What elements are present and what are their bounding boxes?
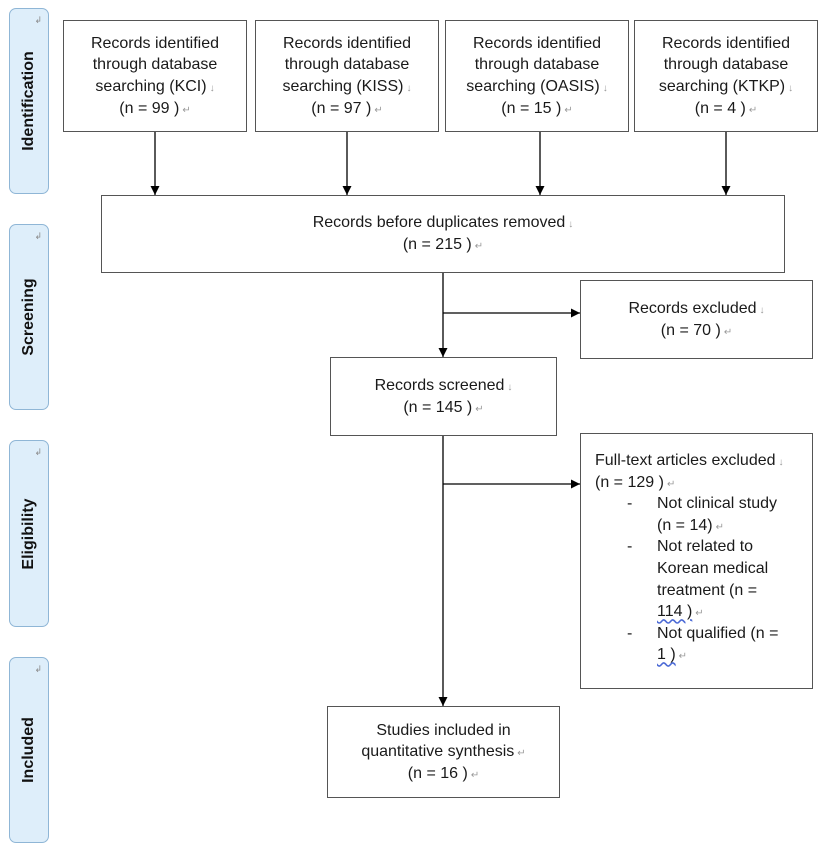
phase-eligibility: ↲ Eligibility: [9, 440, 49, 627]
source-line: through database: [92, 56, 218, 74]
fulltext-excluded-box: Full-text articles excluded↓ (n = 129 )↵…: [580, 433, 813, 689]
reason-line: 1 ): [657, 646, 676, 664]
screened-box: Records screened↓ (n = 145 )↵: [330, 357, 557, 436]
source-line: Records identified: [472, 34, 602, 52]
exclusion-reason: - Not qualified (n = 1 )↵: [595, 623, 804, 666]
reason-line: Not qualified (n =: [657, 624, 779, 642]
included-count: (n = 16 ): [407, 764, 468, 782]
reason-line: Not related to: [657, 538, 754, 556]
source-box-kci: Records identified through database sear…: [63, 20, 247, 132]
source-line: Records identified: [282, 34, 412, 52]
source-line: through database: [663, 56, 789, 74]
phase-screening: ↲ Screening: [9, 224, 49, 410]
source-count: (n = 4 ): [694, 99, 746, 117]
source-line: searching (KCI): [95, 78, 207, 95]
paragraph-mark: ↲: [34, 15, 42, 25]
fulltext-excluded-count: (n = 129 ): [595, 473, 664, 491]
source-count: (n = 97 ): [311, 99, 372, 117]
before-duplicates-count: (n = 215 ): [402, 236, 472, 253]
source-line: through database: [284, 56, 410, 74]
source-line: searching (KTKP): [658, 78, 786, 95]
paragraph-mark: ↲: [34, 664, 42, 674]
excluded-label: Records excluded: [628, 299, 757, 317]
screened-count: (n = 145 ): [403, 398, 473, 416]
before-duplicates-label: Records before duplicates removed: [312, 214, 566, 232]
source-box-oasis: Records identified through database sear…: [445, 20, 629, 132]
excluded-box: Records excluded↓ (n = 70 )↵: [580, 280, 813, 359]
exclusion-reason: - Not related to Korean medical treatmen…: [595, 536, 804, 622]
included-box: Studies included in quantitative synthes…: [327, 706, 560, 798]
reason-line: Not clinical study: [657, 495, 778, 513]
source-box-ktkp: Records identified through database sear…: [634, 20, 818, 132]
reason-line: (n = 14): [657, 516, 713, 534]
before-duplicates-box: Records before duplicates removed↓ (n = …: [101, 195, 785, 273]
paragraph-mark: ↲: [34, 447, 42, 457]
source-line: through database: [474, 56, 600, 74]
reason-line: treatment (n =: [657, 581, 758, 599]
source-line: searching (OASIS): [466, 78, 600, 95]
excluded-count: (n = 70 ): [660, 321, 721, 339]
screened-label: Records screened: [374, 376, 505, 394]
source-line: searching (KISS): [282, 78, 404, 95]
phase-included: ↲ Included: [9, 657, 49, 843]
exclusion-reason: - Not clinical study (n = 14)↵: [595, 493, 804, 536]
source-box-kiss: Records identified through database sear…: [255, 20, 439, 132]
reason-line: 114 ): [657, 603, 693, 621]
phase-label-screening: Screening: [20, 278, 37, 356]
source-count: (n = 15 ): [501, 99, 562, 117]
paragraph-mark: ↲: [34, 231, 42, 241]
phase-label-eligibility: Eligibility: [20, 497, 37, 570]
phase-label-included: Included: [20, 717, 37, 783]
included-line: quantitative synthesis: [361, 743, 515, 761]
phase-identification: ↲ Identification: [9, 8, 49, 194]
fulltext-excluded-title: Full-text articles excluded: [595, 452, 776, 469]
included-line: Studies included in: [376, 721, 511, 739]
phase-label-identification: Identification: [20, 51, 37, 151]
source-line: Records identified: [90, 34, 220, 52]
reason-line: Korean medical: [657, 559, 769, 577]
source-line: Records identified: [661, 34, 791, 52]
source-count: (n = 99 ): [119, 99, 180, 117]
